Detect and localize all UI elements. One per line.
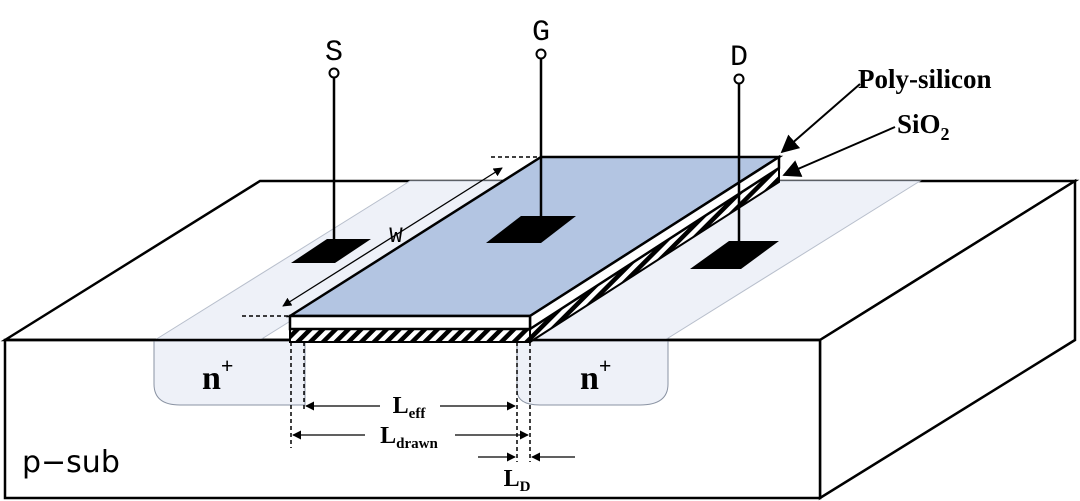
poly-gate-front-face: [288, 314, 532, 331]
poly-callout-arrow: [780, 83, 861, 154]
gate-label: G: [532, 16, 550, 50]
ld-label: LD: [504, 466, 531, 495]
drain-contact: [690, 241, 779, 269]
source-label: S: [325, 36, 343, 70]
oxide-front-face: [289, 328, 531, 343]
drain-label: D: [730, 41, 748, 75]
drain-n-plus-label: n+: [580, 353, 611, 397]
sio2-callout-arrow: [782, 126, 896, 177]
poly-silicon-label: Poly-silicon: [858, 64, 992, 94]
sio2-label: SiO2: [897, 109, 950, 144]
substrate-label: p−sub: [22, 445, 120, 480]
source-terminal-icon: [328, 67, 340, 79]
width-dimension-line: [282, 167, 503, 307]
drain-terminal-icon: [733, 73, 745, 85]
substrate-front-face: [3, 338, 822, 500]
gate-contact: [486, 216, 576, 243]
leff-label: Leff: [393, 393, 427, 422]
gate-terminal-icon: [535, 48, 547, 60]
drain-n-plus-region: [516, 340, 669, 406]
source-n-plus-region: [153, 340, 306, 406]
width-label: W: [389, 224, 403, 249]
ldrawn-label: Ldrawn: [380, 423, 438, 452]
source-n-plus-label: n+: [202, 353, 233, 397]
